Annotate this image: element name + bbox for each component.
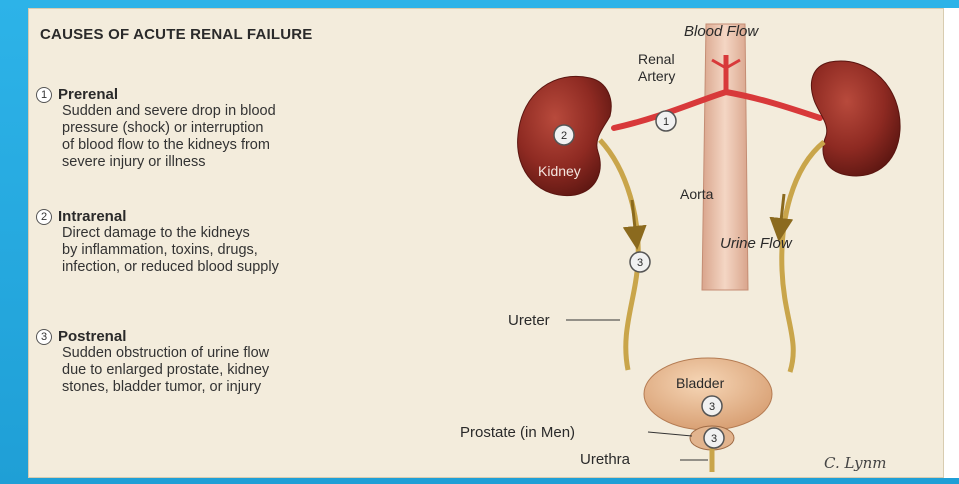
prostate-leader xyxy=(648,432,692,436)
urine-flow-arrow-left xyxy=(632,200,636,238)
renal-artery-label-1: Renal xyxy=(638,51,675,67)
aorta-label: Aorta xyxy=(680,186,714,202)
blood-flow-label: Blood Flow xyxy=(684,23,759,40)
svg-text:3: 3 xyxy=(709,401,715,413)
svg-text:3: 3 xyxy=(711,433,717,445)
marker-3-bladder: 3 xyxy=(702,396,722,416)
artist-signature: C. Lynm xyxy=(824,454,887,472)
kidney-right xyxy=(811,61,900,176)
svg-text:2: 2 xyxy=(561,130,567,142)
urethra-label: Urethra xyxy=(580,451,631,468)
urine-flow-label: Urine Flow xyxy=(720,235,793,252)
bladder xyxy=(644,358,772,430)
renal-artery-label-2: Artery xyxy=(638,68,675,84)
kidney-label: Kidney xyxy=(538,163,581,179)
marker-2-kidney: 2 xyxy=(554,125,574,145)
svg-text:3: 3 xyxy=(637,257,643,269)
ureter-right xyxy=(782,142,824,372)
prostate-label: Prostate (in Men) xyxy=(460,424,575,441)
svg-text:1: 1 xyxy=(663,116,669,128)
marker-1-artery: 1 xyxy=(656,111,676,131)
bladder-label: Bladder xyxy=(676,375,725,391)
marker-3-ureter: 3 xyxy=(630,252,650,272)
ureter-label: Ureter xyxy=(508,312,550,329)
marker-3-prostate: 3 xyxy=(704,428,724,448)
